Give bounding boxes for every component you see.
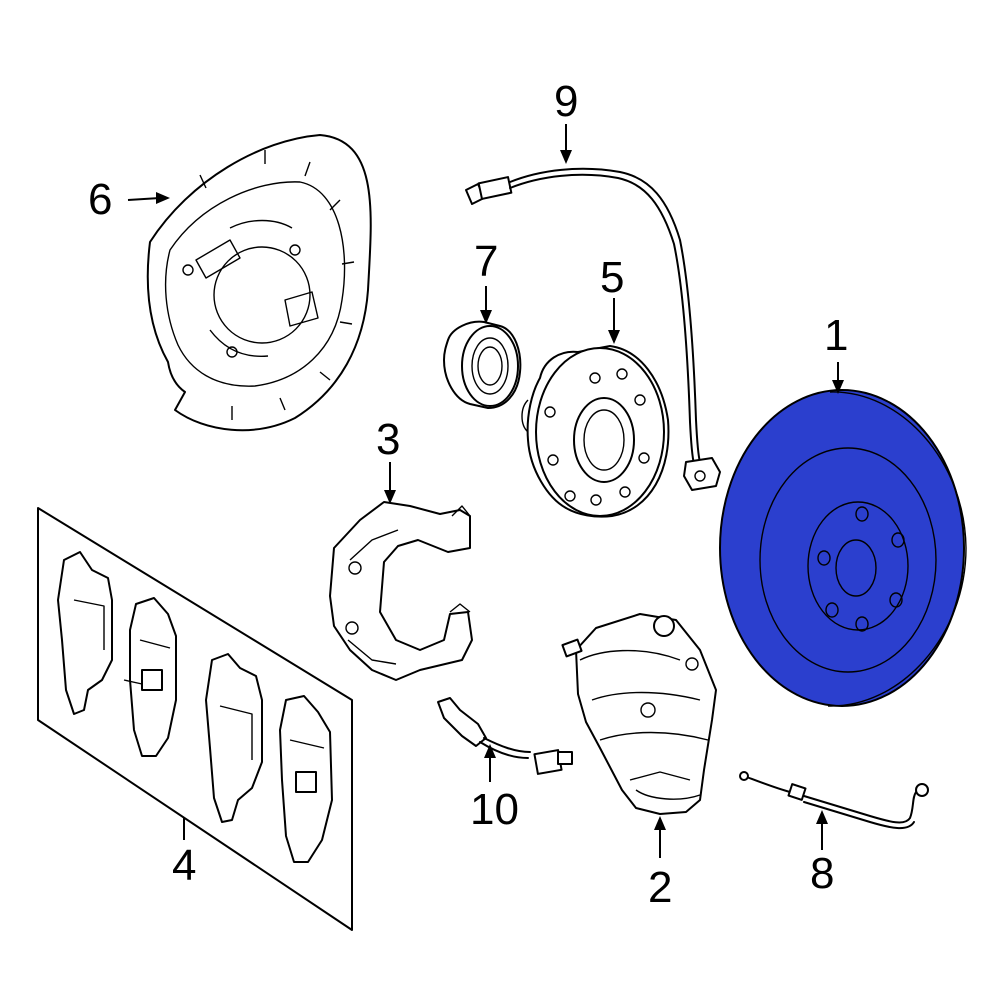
part-9-sensor-cable[interactable] [465,167,721,491]
callout-3: 3 [376,415,400,464]
callout-2: 2 [648,863,672,912]
part-1-brake-rotor[interactable] [719,389,967,707]
leader-lines [127,124,844,858]
callout-4: 4 [172,841,196,890]
part-8-speed-sensor[interactable] [739,771,929,829]
callout-7: 7 [474,237,498,286]
part-5-wheel-hub[interactable] [521,345,670,518]
callout-1: 1 [824,311,848,360]
part-2-caliper[interactable] [561,613,717,815]
part-3-caliper-bracket[interactable] [329,501,473,681]
callout-10: 10 [470,785,519,834]
callout-labels: 1 2 3 4 5 6 7 8 9 10 [88,77,848,912]
part-10-pad-wear-sensor[interactable] [437,697,573,775]
part-4-brake-pad-set[interactable] [37,507,353,931]
callout-5: 5 [600,253,624,302]
callout-9: 9 [554,77,578,126]
callout-6: 6 [88,175,112,224]
callout-8: 8 [810,849,834,898]
part-7-wheel-bearing[interactable] [443,320,522,409]
part-6-dust-shield[interactable] [146,134,372,432]
